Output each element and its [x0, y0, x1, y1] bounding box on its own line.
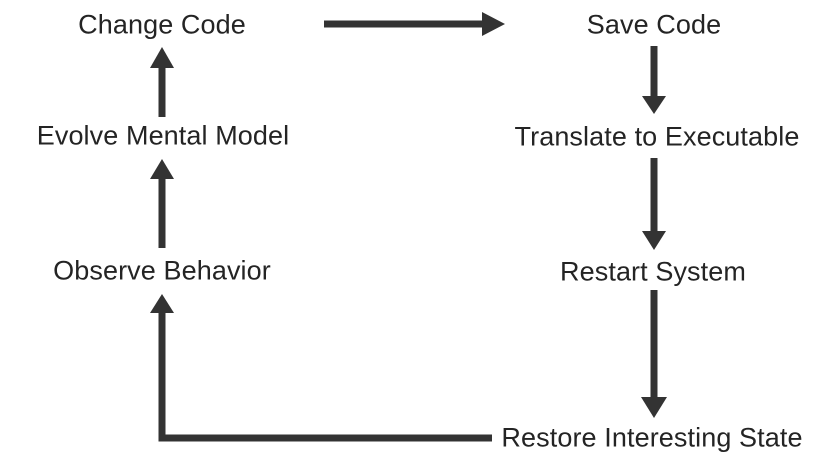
node-change-code[interactable]: Change Code [78, 9, 246, 40]
node-restore-interesting-state[interactable]: Restore Interesting State [501, 422, 803, 453]
edge-restore-to-observe-behavior [150, 294, 492, 442]
edge-translate-to-restart [642, 158, 666, 250]
node-translate-to-executable[interactable]: Translate to Executable [514, 121, 800, 152]
edge-evolve-to-change-code [150, 47, 174, 117]
node-restart-system[interactable]: Restart System [560, 256, 746, 287]
node-observe-behavior[interactable]: Observe Behavior [53, 255, 271, 286]
edge-restart-to-restore [641, 290, 667, 418]
edge-save-code-to-translate [642, 46, 666, 114]
node-save-code[interactable]: Save Code [586, 9, 722, 40]
node-evolve-mental-model[interactable]: Evolve Mental Model [36, 120, 290, 151]
edge-change-code-to-save-code [324, 12, 505, 36]
edge-observe-behavior-to-evolve [150, 159, 174, 248]
